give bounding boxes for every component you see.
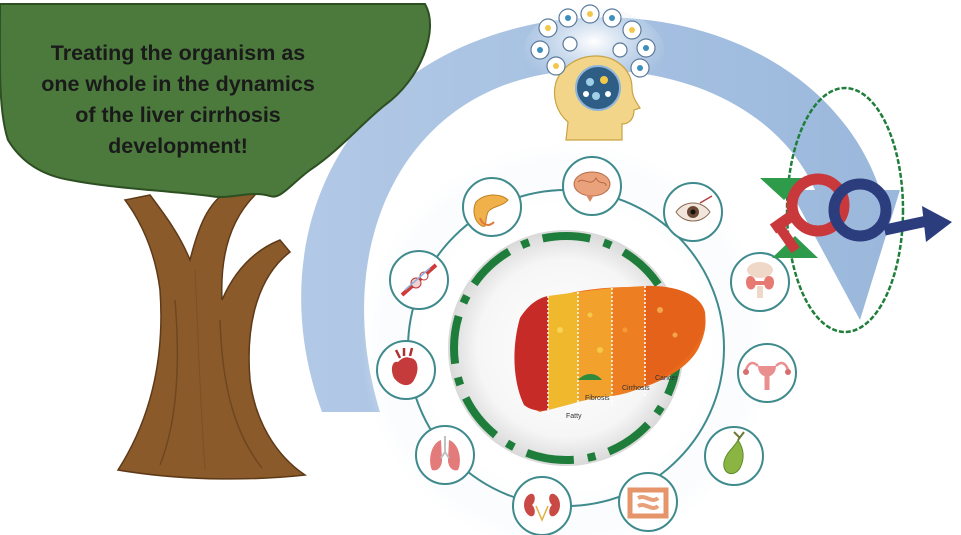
idea-icons-cluster <box>530 4 656 78</box>
female-symbol-icon <box>769 173 850 254</box>
gallbladder-icon <box>723 431 745 475</box>
organ-node-thyroid <box>730 252 790 312</box>
organ-node-eye <box>663 182 723 242</box>
caption-line-4: development! <box>108 134 248 158</box>
organ-node-pancreas <box>462 177 522 237</box>
organ-node-uterus <box>737 343 797 403</box>
blood-vessel-icon <box>400 263 438 297</box>
organ-node-intestine <box>618 472 678 532</box>
stage-label-fatty: Fatty <box>566 413 582 420</box>
caption-line-2: one whole in the dynamics <box>41 72 315 96</box>
caption-line-1: Treating the organism as <box>50 41 306 65</box>
eye-icon <box>675 195 713 222</box>
stage-label-fibrosis: Fibrosis <box>585 395 610 402</box>
organ-node-blood-vessels <box>389 250 449 310</box>
pancreas-icon <box>473 194 509 227</box>
organ-node-heart <box>376 340 436 400</box>
uterus-icon <box>743 361 791 390</box>
caption-text: Treating the organism as one whole in th… <box>8 38 348 162</box>
caption-line-3: of the liver cirrhosis <box>75 103 281 127</box>
heart-icon <box>391 347 418 386</box>
brain-icon <box>573 171 611 202</box>
thyroid-icon <box>746 262 774 298</box>
male-symbol-icon <box>828 178 952 242</box>
head-with-ideas-illustration <box>524 4 664 141</box>
tree-crown <box>0 3 431 198</box>
intestine-icon <box>627 487 669 519</box>
organ-node-kidneys <box>512 476 572 535</box>
liver-progression-illustration: Fatty Fibrosis Cirrhosis Cancer <box>514 285 706 420</box>
lungs-icon <box>430 436 460 471</box>
cycle-arrow-arc <box>301 17 901 413</box>
kidneys-icon <box>524 493 560 522</box>
organ-node-lungs <box>415 425 475 485</box>
stage-label-cirrhosis: Cirrhosis <box>622 385 650 392</box>
organ-node-brain <box>562 156 622 216</box>
organ-node-gallbladder <box>704 426 764 486</box>
stage-label-cancer: Cancer <box>655 375 678 382</box>
tree-trunk <box>116 184 308 480</box>
